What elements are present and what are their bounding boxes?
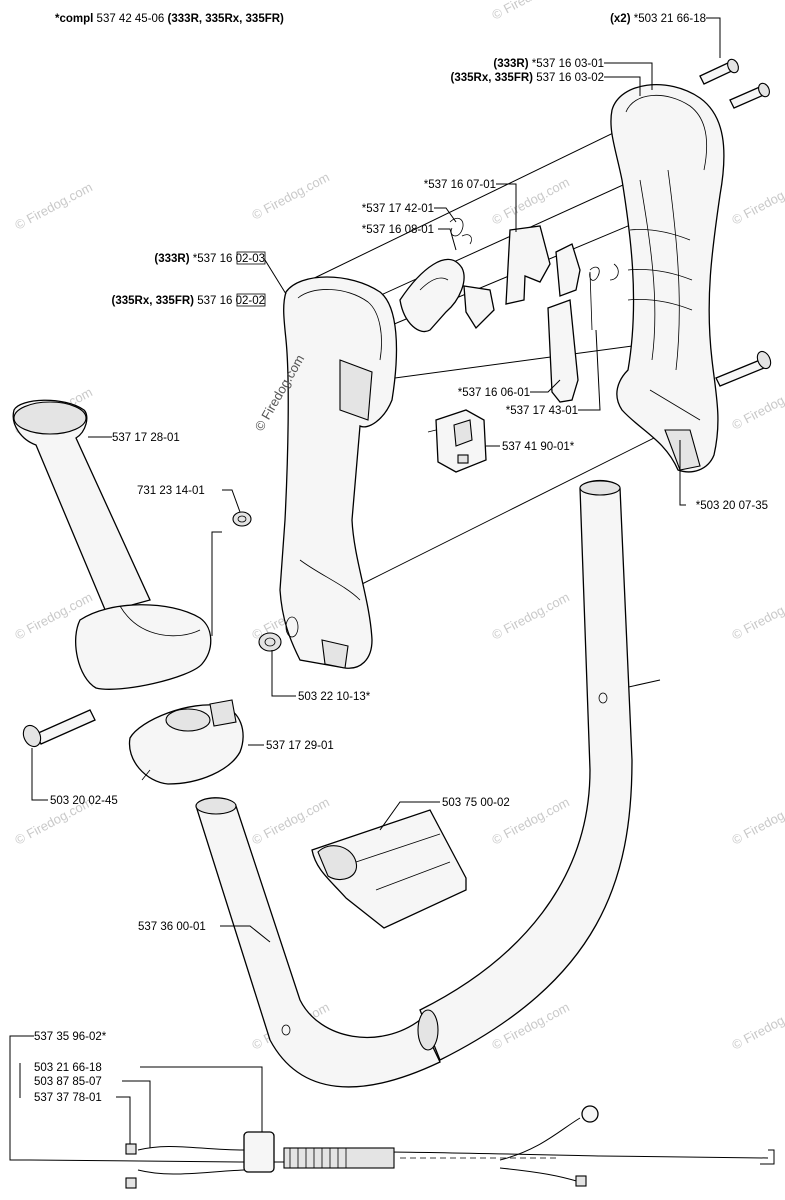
- label-housing-right-335: (335Rx, 335FR) 537 16 03-02: [451, 72, 604, 84]
- screw-right: [715, 350, 772, 387]
- label-5371608: *537 16 08-01: [362, 224, 434, 236]
- watermark: © Firedog.com: [729, 999, 785, 1052]
- springs: [449, 217, 619, 331]
- screw-top-1: [699, 58, 739, 85]
- label-housing-left-333r: (333R) *537 16 02-03: [154, 253, 265, 265]
- ignition-switch: [427, 409, 487, 473]
- nut-small: [232, 511, 252, 527]
- compl-number: 537 42 45-06: [97, 13, 165, 25]
- label-7312314: 731 23 14-01: [137, 485, 205, 497]
- watermark: © Firedog.com: [489, 589, 571, 642]
- watermark: © Firedog.com: [729, 174, 785, 227]
- label-5032007: *503 20 07-35: [696, 500, 768, 512]
- nut-hex: [258, 632, 282, 652]
- label-x2-screw: (x2) *503 21 66-18: [610, 13, 706, 25]
- label-5032210: 503 22 10-13*: [298, 691, 371, 703]
- throttle-lockout: [399, 258, 465, 333]
- leader-lines: [9, 17, 721, 1161]
- throttle-cable: [29, 1105, 775, 1189]
- compl-models: (333R, 335Rx, 335FR): [168, 13, 285, 25]
- screw-left: [22, 709, 96, 748]
- label-5373596: 537 35 96-02*: [34, 1031, 107, 1043]
- watermark: © Firedog.com: [729, 379, 785, 432]
- label-5373778: 537 37 78-01: [34, 1092, 102, 1104]
- clamp-bracket: [128, 699, 244, 785]
- label-5371742: *537 17 42-01: [362, 203, 434, 215]
- shaft-tube-lower: [195, 797, 441, 1088]
- part-labels: (x2) *503 21 66-18 (333R) *537 16 03-01 …: [34, 13, 768, 1104]
- label-5371607: *537 16 07-01: [424, 179, 496, 191]
- handle-housing-right: [610, 84, 725, 473]
- label-5038785: 503 87 85-07: [34, 1076, 102, 1088]
- label-5032002: 503 20 02-45: [50, 795, 118, 807]
- compl-header: *compl 537 42 45-06 (333R, 335Rx, 335FR): [55, 13, 284, 25]
- label-5032166: 503 21 66-18: [34, 1062, 102, 1074]
- label-5371729: 537 17 29-01: [266, 740, 334, 752]
- watermark: © Firedog.com: [12, 179, 94, 232]
- label-5037500: 503 75 00-02: [442, 797, 510, 809]
- front-handle-grip: [12, 399, 212, 690]
- label-5371743: *537 17 43-01: [506, 405, 578, 417]
- shaft-bracket: [311, 809, 467, 929]
- watermark: © Firedog.com: [729, 589, 785, 642]
- label-5371728: 537 17 28-01: [112, 432, 180, 444]
- shaft-tube-main: [419, 479, 633, 1061]
- label-5373600: 537 36 00-01: [138, 921, 206, 933]
- label-housing-right-333r: (333R) *537 16 03-01: [493, 58, 604, 70]
- label-5371606: *537 16 06-01: [458, 387, 530, 399]
- watermark: © Firedog.com: [249, 794, 331, 847]
- screw-top-2: [729, 82, 770, 109]
- label-5374190: 537 41 90-01*: [502, 441, 575, 453]
- handle-housing-left: [279, 276, 398, 669]
- watermark: © Firedog.com: [489, 174, 571, 227]
- throttle-trigger: [463, 285, 495, 330]
- watermark: © Firedog.com: [489, 0, 571, 23]
- watermark: © Firedog.com: [249, 169, 331, 222]
- label-housing-left-335: (335Rx, 335FR) 537 16 02-02: [112, 295, 265, 307]
- throttle-lever: [505, 225, 551, 305]
- compl-prefix: *compl: [55, 13, 93, 25]
- stop-switch-lever: [547, 243, 581, 403]
- watermark: © Firedog.com: [729, 794, 785, 847]
